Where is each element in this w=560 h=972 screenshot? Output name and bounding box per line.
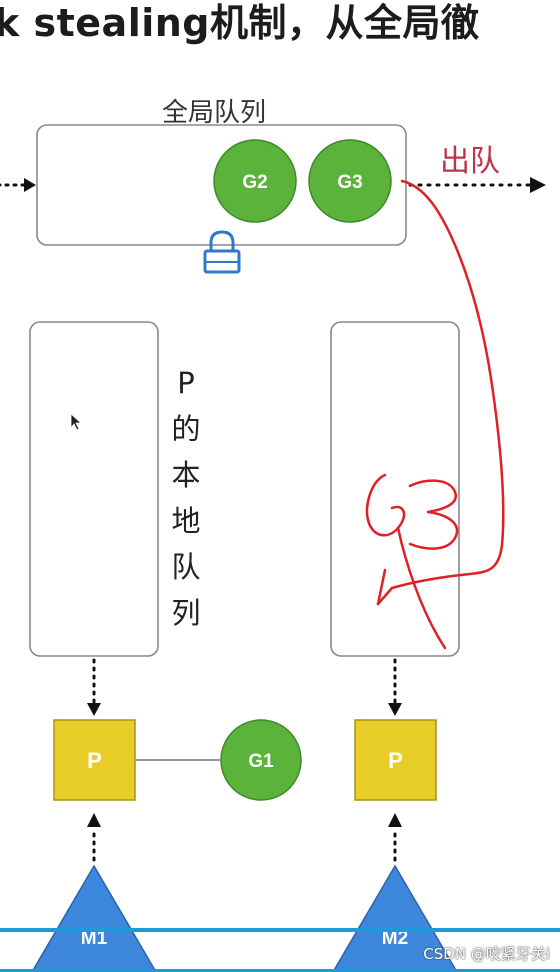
machine-m1-label: M1 — [81, 928, 108, 949]
processor-p-left: P — [53, 719, 136, 801]
handwritten-g3-scribble — [365, 473, 459, 650]
local-queue-vertical-label: P 的 本 地 队 列 — [168, 360, 204, 636]
vlabel-char-6: 列 — [171, 596, 201, 630]
vlabel-char-1: P — [177, 366, 195, 400]
goroutine-g3: G3 — [308, 139, 392, 223]
vlabel-char-5: 队 — [171, 550, 201, 584]
goroutine-g3-label: G3 — [337, 172, 362, 193]
goroutine-g1-label: G1 — [248, 751, 274, 772]
vlabel-char-4: 地 — [171, 504, 201, 538]
goroutine-g1: G1 — [220, 719, 302, 801]
left-queue-arrowhead — [87, 703, 101, 716]
incoming-arrowhead — [24, 178, 36, 192]
machine-m1: M1 — [31, 864, 157, 972]
local-queue-box-left — [29, 321, 159, 657]
footer-accent-bar-bottom — [0, 969, 560, 972]
local-queue-box-right — [330, 321, 460, 657]
steal-path-stroke — [390, 179, 505, 590]
dequeue-arrowhead — [530, 177, 546, 193]
m2-arrowhead — [388, 813, 402, 827]
processor-p-right-label: P — [388, 748, 403, 773]
steal-path-arrowhead-a — [376, 586, 394, 606]
vlabel-char-3: 本 — [171, 458, 201, 492]
global-queue-label: 全局队列 — [162, 98, 267, 128]
m1-arrowhead — [87, 813, 101, 827]
footer-accent-bar — [0, 928, 560, 932]
goroutine-g2-label: G2 — [242, 172, 267, 193]
processor-p-right: P — [354, 719, 437, 801]
lock-icon — [203, 230, 241, 274]
machine-m2: M2 — [332, 864, 458, 972]
goroutine-g2: G2 — [213, 139, 297, 223]
processor-p-left-label: P — [87, 748, 102, 773]
mouse-cursor-icon — [70, 413, 83, 431]
vlabel-char-2: 的 — [171, 412, 201, 446]
machine-m2-label: M2 — [382, 928, 408, 949]
dequeue-label: 出队 — [440, 144, 500, 179]
right-queue-arrowhead — [388, 703, 402, 716]
slide-title: k stealing机制，从全局徹 — [0, 1, 480, 45]
steal-path-arrowhead-b — [376, 568, 387, 606]
csdn-watermark: CSDN @咬紧牙关i — [423, 945, 550, 963]
